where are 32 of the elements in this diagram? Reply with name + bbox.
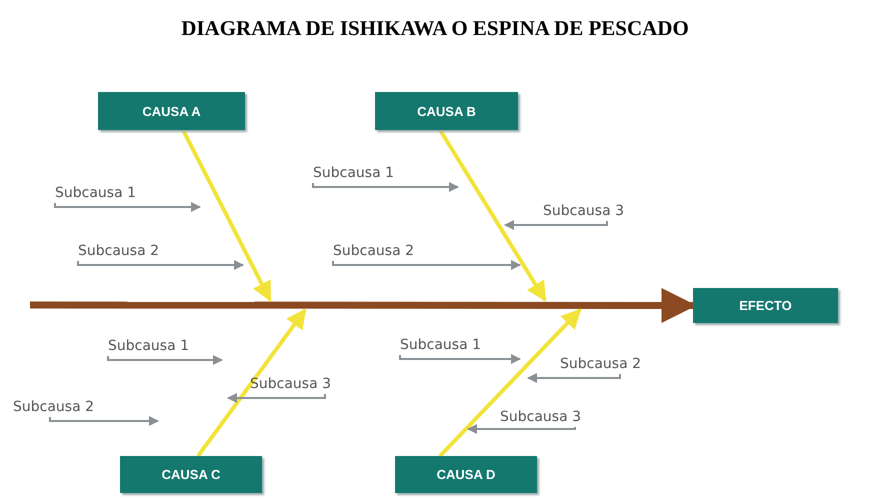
subcause-label: Subcausa 2: [333, 243, 414, 261]
subcause-label: Subcausa 3: [500, 409, 582, 427]
subcause-label: Subcausa 3: [543, 203, 624, 221]
subcause-arrow: [54, 202, 201, 212]
effect-box: EFECTO: [693, 288, 838, 323]
subcause-arrow: [332, 260, 521, 270]
subcause-arrow: [77, 260, 244, 270]
title: DIAGRAMA DE ISHIKAWA O ESPINA DE PESCADO: [180, 16, 690, 41]
subcause-label: Subcausa 2: [78, 243, 160, 261]
cause-box: CAUSA B: [375, 92, 518, 130]
subcause-label: Subcausa 3: [250, 376, 332, 394]
cause-box: CAUSA A: [98, 92, 245, 130]
subcause-arrow: [49, 416, 159, 426]
subcause-arrow: [107, 355, 223, 365]
subcause-arrow: [227, 393, 326, 403]
subcause-arrow: [312, 182, 459, 192]
subcause-arrow: [467, 424, 576, 434]
cause-box: CAUSA C: [120, 456, 262, 493]
cause-arrow: [438, 308, 582, 458]
subcause-label: Subcausa 2: [560, 356, 642, 374]
cause-arrow: [196, 308, 307, 458]
subcause-arrow: [504, 220, 608, 230]
subcause-arrow: [399, 354, 521, 364]
subcause-label: Subcausa 1: [55, 185, 136, 203]
cause-box: CAUSA D: [395, 456, 537, 493]
subcause-label: Subcausa 1: [108, 338, 190, 356]
subcause-arrow: [527, 373, 621, 383]
subcause-label: Subcausa 1: [313, 165, 394, 183]
subcause-label: Subcausa 2: [13, 399, 94, 417]
cause-arrow: [181, 129, 272, 302]
cause-arrow: [438, 128, 547, 302]
subcause-label: Subcausa 1: [400, 337, 482, 355]
